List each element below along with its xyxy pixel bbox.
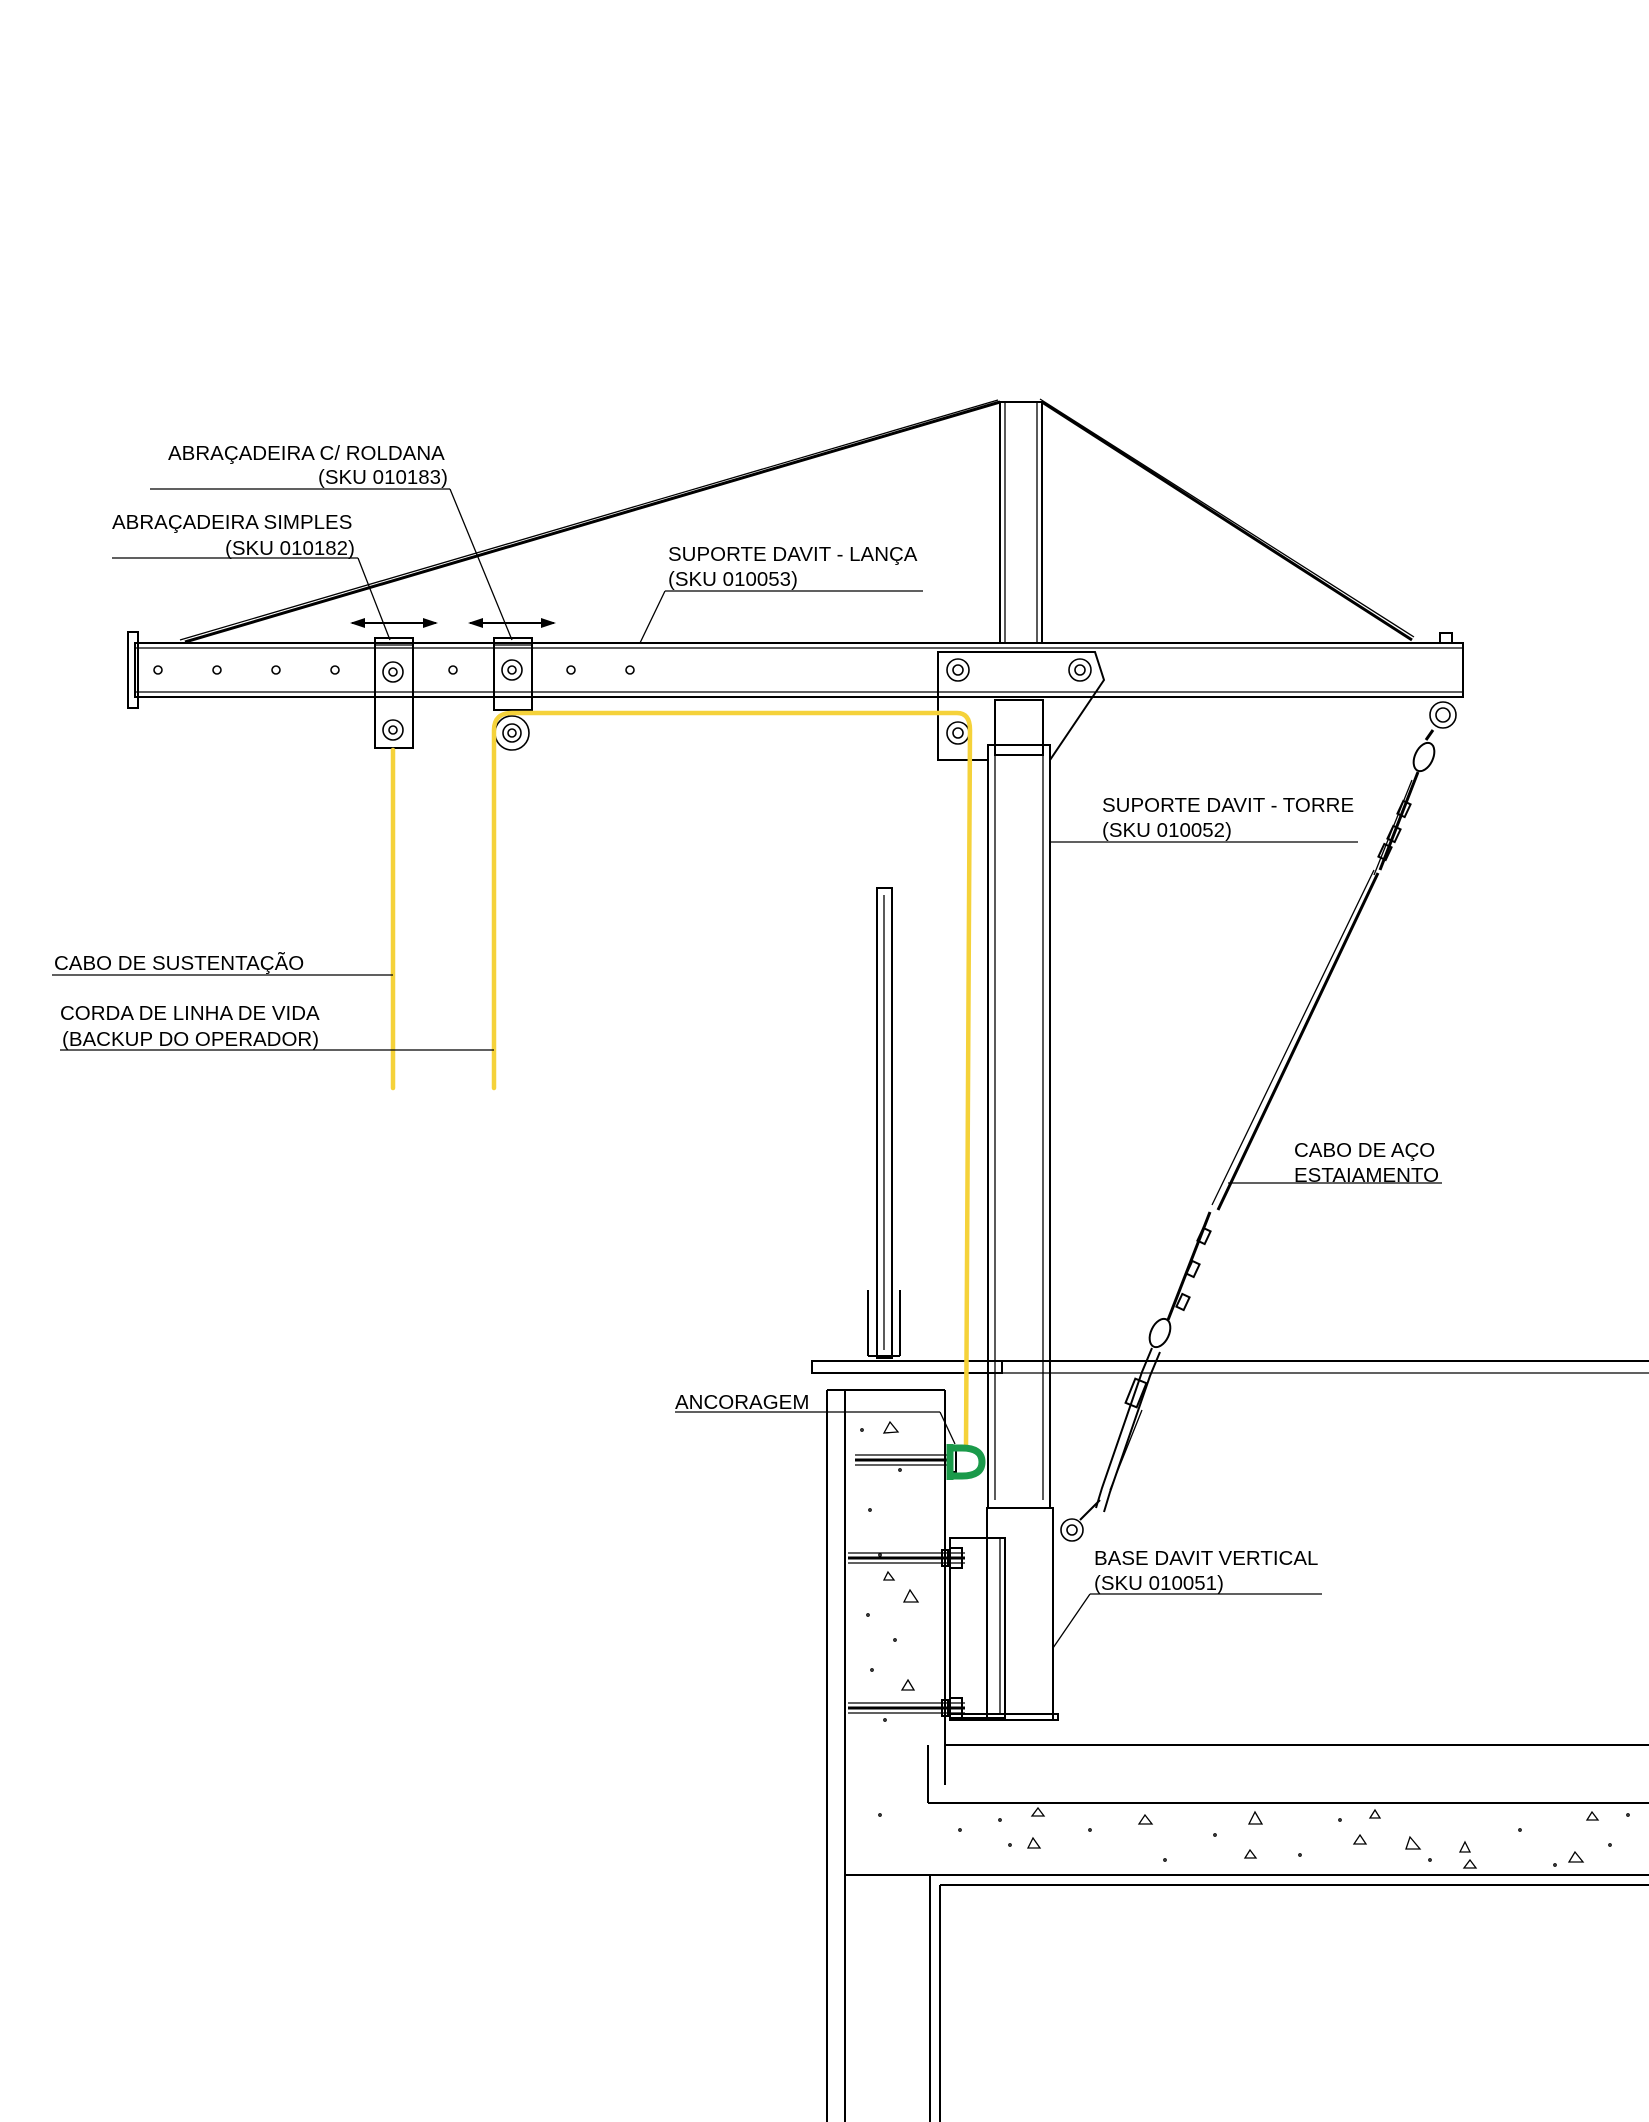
clamp-simple — [350, 618, 438, 749]
label-abracadeira-roldana-sku: (SKU 010183) — [318, 466, 448, 489]
label-abracadeira-roldana: ABRAÇADEIRA C/ ROLDANA — [168, 442, 445, 465]
boom-tower-plate — [937, 651, 1106, 764]
anchor-d-ring — [946, 1444, 986, 1480]
label-abracadeira-simples-sku: (SKU 010182) — [225, 537, 355, 560]
concrete-hatch — [860, 1420, 1630, 1869]
leader-lines — [52, 488, 1442, 1649]
building-structure — [811, 1360, 1649, 2122]
label-cabo-sustentacao: CABO DE SUSTENTAÇÃO — [54, 952, 304, 975]
label-base-davit-sku: (SKU 010051) — [1094, 1572, 1224, 1595]
label-base-davit: BASE DAVIT VERTICAL — [1094, 1547, 1318, 1570]
davit-tower — [987, 745, 1051, 1508]
upright-post — [867, 887, 901, 1359]
ropes — [390, 710, 973, 1451]
label-corda-linha-vida: CORDA DE LINHA DE VIDA — [60, 1002, 320, 1025]
label-estaiamento: ESTAIAMENTO — [1294, 1164, 1439, 1187]
label-cabo-aco: CABO DE AÇO — [1294, 1139, 1435, 1162]
davit-base — [848, 1447, 1059, 1721]
anchor-bolts — [848, 1447, 965, 1719]
davit-king-post — [179, 398, 1415, 644]
label-ancoragem: ANCORAGEM — [675, 1391, 809, 1414]
davit-boom — [127, 631, 1464, 709]
labels: ABRAÇADEIRA C/ ROLDANA (SKU 010183) ABRA… — [54, 442, 1439, 1595]
clamp-with-pulley — [468, 618, 556, 751]
lifeline-rope — [491, 710, 973, 1451]
guy-wire — [1060, 701, 1457, 1542]
label-suporte-lanca: SUPORTE DAVIT - LANÇA — [668, 543, 918, 566]
label-suporte-torre: SUPORTE DAVIT - TORRE — [1102, 794, 1354, 817]
label-corda-backup: (BACKUP DO OPERADOR) — [62, 1028, 319, 1051]
label-suporte-torre-sku: (SKU 010052) — [1102, 819, 1232, 842]
label-suporte-lanca-sku: (SKU 010053) — [668, 568, 798, 591]
label-abracadeira-simples: ABRAÇADEIRA SIMPLES — [112, 511, 352, 534]
